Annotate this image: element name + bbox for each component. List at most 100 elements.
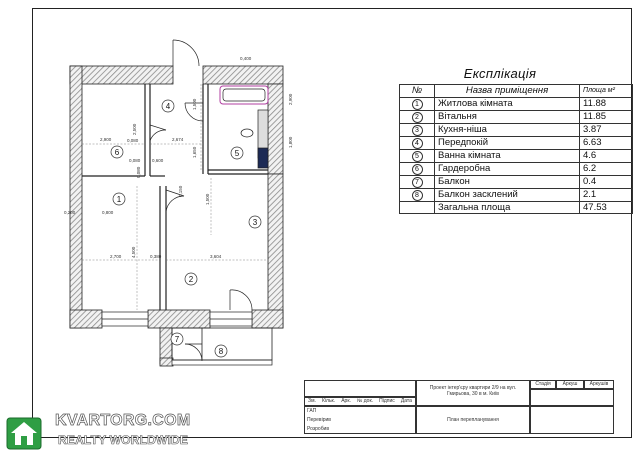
row-num: 1 (411, 98, 423, 110)
room-label-7: 7 (175, 335, 180, 344)
col-stage: Стадія (535, 381, 551, 387)
dim-label: 1,500 (205, 193, 210, 205)
dim-label: 2,500 (132, 123, 137, 135)
table-row: 5 Ванна кімната 4.6 (399, 148, 633, 163)
room-marker-4 (161, 99, 175, 113)
row-num: 3 (411, 124, 423, 136)
row-name: Вітальня (434, 109, 580, 124)
dim-label: 0,150 (178, 185, 183, 197)
row-name: Ванна кімната (434, 148, 580, 163)
explication-title: Експлікація (463, 66, 537, 81)
outer-walls (69, 65, 284, 367)
col-sheets: Аркушів (589, 381, 609, 387)
room-marker-7 (170, 332, 184, 346)
logo-subtext: REALTY WORLDWIDE (58, 433, 189, 448)
dim-label: 0,080 (136, 166, 141, 178)
explication-table: № Назва приміщення Площа м² 1 Житлова кі… (399, 84, 633, 214)
table-row: 7 Балкон 0.4 (399, 174, 633, 189)
room-label-8: 8 (219, 347, 224, 356)
row-area: 6.2 (579, 161, 633, 176)
role-gap: ГАП (307, 408, 317, 414)
dim-label: 2,700 (110, 254, 122, 259)
row-area: 3.87 (579, 122, 633, 137)
room-label-5: 5 (235, 149, 240, 158)
table-row: 4 Передпокій 6.63 (399, 135, 633, 150)
row-area: 2.1 (579, 187, 633, 202)
dim-label: 3,604 (210, 254, 222, 259)
logo-text: KVARTORG.COM (55, 412, 191, 430)
row-num: 8 (411, 189, 423, 201)
row-name: Передпокій (434, 135, 580, 150)
doors (149, 39, 253, 362)
row-area: 6.63 (579, 135, 633, 150)
room-label-3: 3 (253, 218, 258, 227)
total-name: Загальна площа (434, 200, 580, 214)
row-num: 5 (411, 150, 423, 162)
col-sheet: Аркуш (562, 381, 578, 387)
partitions (82, 84, 268, 310)
dim-label: 0,200 (64, 210, 76, 215)
row-num: 7 (411, 176, 423, 188)
row-area: 11.88 (579, 96, 633, 111)
header-name: Назва приміщення (434, 84, 580, 98)
house-logo-icon (6, 417, 42, 450)
drawing-frame (32, 8, 632, 438)
bathroom-fixtures (219, 85, 269, 169)
header-area: Площа м² (579, 84, 633, 98)
dim-label: 0,400 (240, 56, 252, 61)
row-name: Житлова кімната (434, 96, 580, 111)
row-num: 6 (411, 163, 423, 175)
dim-label: 2,674 (172, 137, 184, 142)
room-marker-3 (248, 215, 262, 229)
room-label-2: 2 (189, 275, 194, 284)
drawing-name: План перепланування (447, 417, 499, 423)
room-marker-5 (230, 146, 244, 160)
row-area: 4.6 (579, 148, 633, 163)
dim-label: 0,800 (102, 210, 114, 215)
room-label-6: 6 (115, 148, 120, 157)
windows (101, 311, 273, 366)
table-row: 8 Балкон засклений 2.1 (399, 187, 633, 202)
total-area: 47.53 (579, 200, 633, 214)
dim-label: 1,650 (192, 146, 197, 158)
table-total-row: Загальна площа 47.53 (399, 200, 633, 214)
dim-label: 2,900 (288, 93, 293, 105)
room-marker-6 (110, 145, 124, 159)
role-developed: Розробив (307, 426, 330, 432)
dimension-lines (82, 84, 268, 310)
table-row: 2 Вітальня 11.85 (399, 109, 633, 124)
project-name: Проект інтер'єру квартири 2/9 на вул. Гм… (429, 385, 517, 397)
room-label-4: 4 (166, 102, 171, 111)
room-marker-1 (112, 192, 126, 206)
row-area: 0.4 (579, 174, 633, 189)
dim-label: 1,800 (288, 136, 293, 148)
dim-label: 0,600 (152, 158, 164, 163)
room-marker-8 (214, 344, 228, 358)
row-name: Гардеробна (434, 161, 580, 176)
table-header-row: № Назва приміщення Площа м² (399, 84, 633, 98)
row-area: 11.85 (579, 109, 633, 124)
room-label-1: 1 (117, 195, 122, 204)
room-markers (110, 99, 262, 358)
row-name: Балкон (434, 174, 580, 189)
room-marker-labels: 1 2 3 4 5 6 7 8 (115, 102, 258, 356)
dimension-labels: 0,400 1,500 2,900 1,800 2,500 2,674 1,65… (64, 56, 293, 259)
row-num: 2 (411, 111, 423, 123)
dim-label: 1,500 (192, 98, 197, 110)
table-row: 1 Житлова кімната 11.88 (399, 96, 633, 111)
header-num: № (399, 84, 435, 98)
row-name: Балкон засклений (434, 187, 580, 202)
dim-label: 2,900 (100, 137, 112, 142)
row-name: Кухня-ніша (434, 122, 580, 137)
table-row: 6 Гардеробна 6.2 (399, 161, 633, 176)
room-marker-2 (184, 272, 198, 286)
sign-header: Зм. Кільк. Арк. № док. Підпис Дата (308, 398, 412, 404)
dim-label: 0,080 (129, 158, 141, 163)
row-num: 4 (411, 137, 423, 149)
dim-label: 0,080 (127, 138, 139, 143)
table-row: 3 Кухня-ніша 3.87 (399, 122, 633, 137)
dim-label: 4,500 (131, 246, 136, 258)
dim-label: 0,380 (150, 254, 162, 259)
